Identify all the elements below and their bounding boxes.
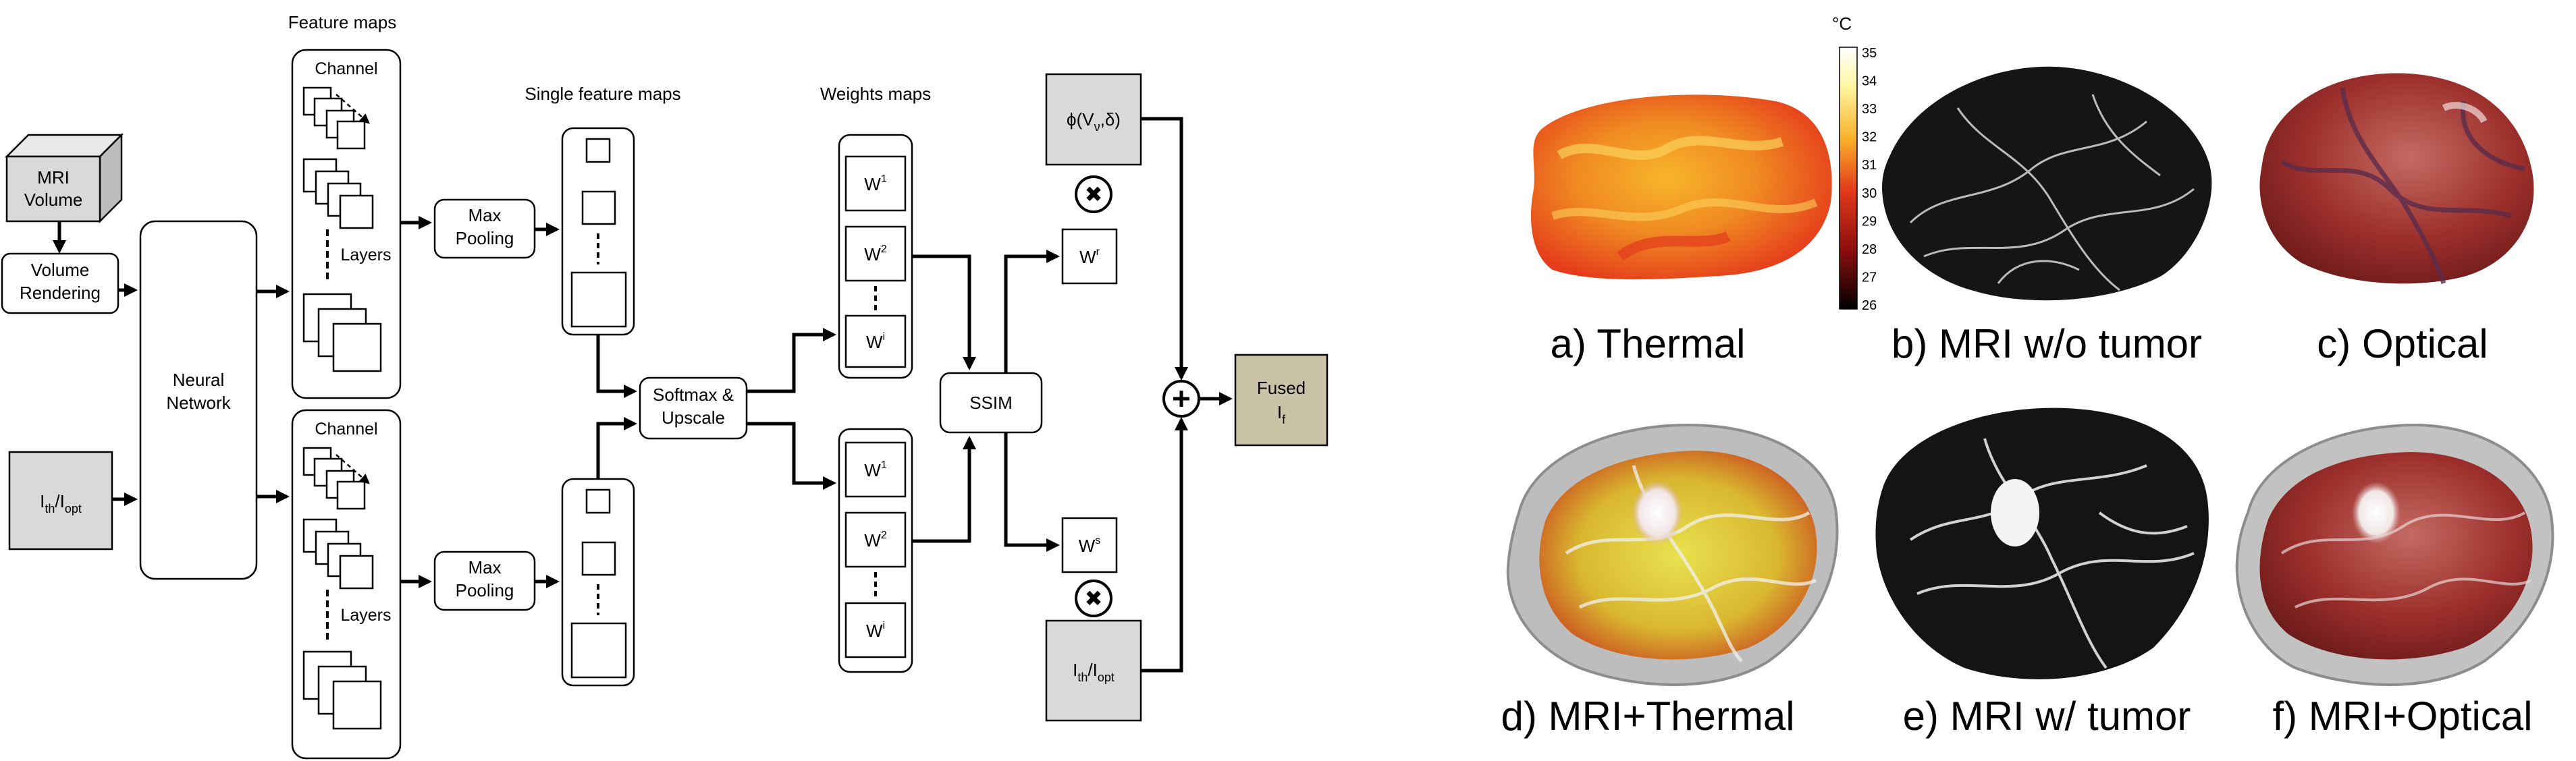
- mri-volume-label-2: Volume: [24, 190, 83, 210]
- result-panels: a) Thermal °C 35 34 33 32 31 30 29 28 27 26 b) MR…: [1501, 13, 2554, 739]
- caption-mri-thermal: d) MRI+Thermal: [1501, 694, 1794, 739]
- max-pooling-label-4: Pooling: [456, 580, 514, 600]
- svg-text:✖: ✖: [1085, 586, 1103, 611]
- panel-mri-without-tumor: b) MRI w/o tumor: [1882, 66, 2212, 366]
- neural-network-label-1: Neural: [173, 370, 225, 390]
- caption-mri-without-tumor: b) MRI w/o tumor: [1891, 321, 2202, 366]
- panel-optical: c) Optical: [2259, 73, 2534, 366]
- input-image-label: Ith/Iopt: [40, 491, 82, 515]
- colorbar-tick-label: 27: [1862, 270, 1877, 285]
- weight-w2-top: W2: [864, 244, 887, 264]
- caption-thermal: a) Thermal: [1551, 321, 1746, 366]
- weight-wr-label: Wr: [1079, 246, 1100, 267]
- ssim-box: SSIM: [939, 372, 1043, 434]
- thermal-image: [1530, 94, 1832, 280]
- weight-wi-bottom: Wi: [866, 620, 885, 641]
- weights-maps-top: W1 W2 Wi: [838, 134, 913, 379]
- single-feature-maps-top: [561, 127, 635, 336]
- caption-optical: c) Optical: [2317, 321, 2488, 366]
- phi-label: ϕ(Vν,δ): [1067, 109, 1121, 134]
- weight-wi-top: Wi: [866, 331, 885, 352]
- weight-w1-top: W1: [864, 173, 887, 194]
- feature-maps-title: Feature maps: [288, 12, 396, 32]
- softmax-label-2: Upscale: [662, 407, 725, 428]
- input-image-label-2: Ith/Iopt: [1073, 660, 1115, 684]
- colorbar-tick-label: 29: [1862, 214, 1877, 229]
- panel-mri-with-tumor: e) MRI w/ tumor: [1875, 407, 2209, 739]
- mri-vessels-image: [1882, 66, 2212, 301]
- colorbar-tick-label: 26: [1862, 298, 1877, 313]
- weight-wr-box: Wr: [1061, 228, 1118, 285]
- phi-box: ϕ(Vν,δ): [1045, 73, 1142, 166]
- feature-maps-top: Channel Layers: [291, 49, 402, 399]
- layers-label-bottom: Layers: [340, 606, 391, 625]
- weight-w1-bottom: W1: [864, 459, 887, 480]
- channel-label-top: Channel: [315, 59, 377, 78]
- plus-icon: [1162, 380, 1200, 418]
- caption-mri-optical: f) MRI+Optical: [2272, 694, 2532, 739]
- volume-rendering-label-2: Rendering: [20, 283, 101, 303]
- colorbar-tick-label: 35: [1862, 46, 1877, 61]
- neural-network-label-2: Network: [166, 393, 231, 413]
- volume-rendering-label-1: Volume: [31, 260, 90, 280]
- feature-maps-bottom: Channel Layers: [291, 409, 402, 760]
- colorbar-tick-label: 30: [1862, 186, 1877, 201]
- mri-tumor-image: [1875, 407, 2209, 679]
- colorbar-tick-label: 33: [1862, 102, 1877, 117]
- fused-box: Fused If: [1234, 354, 1329, 447]
- panel-thermal: a) Thermal: [1530, 94, 1832, 366]
- max-pooling-label-2: Pooling: [456, 228, 514, 248]
- input-image-box: Ith/Iopt: [8, 451, 113, 551]
- panel-mri-thermal: d) MRI+Thermal: [1501, 423, 1839, 739]
- weights-maps-title: Weights maps: [820, 84, 931, 104]
- multiply-icon-bottom: ✖: [1075, 580, 1112, 617]
- colorbar-tick-label: 32: [1862, 130, 1877, 145]
- weight-ws-label: Ws: [1079, 535, 1101, 556]
- max-pooling-bottom: Max Pooling: [433, 551, 536, 611]
- colorbar-unit: °C: [1832, 13, 1852, 34]
- colorbar-tick-label: 31: [1862, 158, 1877, 173]
- colorbar-tick-label: 28: [1862, 242, 1877, 257]
- fused-label: Fused: [1257, 378, 1306, 398]
- mri-volume-block: MRI Volume: [4, 132, 124, 224]
- max-pooling-label-3: Max: [468, 557, 501, 577]
- single-feature-maps-bottom: [561, 478, 635, 687]
- svg-text:✖: ✖: [1085, 182, 1103, 206]
- input-image-box-2: Ith/Iopt: [1045, 619, 1142, 722]
- max-pooling-label-1: Max: [468, 205, 501, 225]
- panel-mri-optical: f) MRI+Optical: [2235, 423, 2554, 739]
- multiply-icon-top: ✖: [1075, 175, 1112, 213]
- weights-maps-bottom: W1 W2 Wi: [838, 428, 913, 673]
- ssim-label: SSIM: [969, 393, 1013, 413]
- pipeline-diagram: MRI Volume Volume Rendering Ith/Iopt Neu…: [1, 12, 1329, 760]
- colorbar-tick-label: 34: [1862, 74, 1877, 89]
- fused-symbol: If: [1277, 402, 1286, 426]
- neural-network-box: Neural Network: [139, 220, 258, 580]
- softmax-upscale-box: Softmax & Upscale: [639, 376, 748, 440]
- mri-volume-label-1: MRI: [37, 167, 70, 188]
- optical-image: [2259, 73, 2534, 284]
- caption-mri-with-tumor: e) MRI w/ tumor: [1903, 694, 2191, 739]
- single-feature-maps-title: Single feature maps: [525, 84, 680, 104]
- temperature-colorbar: °C 35 34 33 32 31 30 29 28 27 26: [1832, 13, 1877, 313]
- weight-ws-box: Ws: [1061, 517, 1118, 573]
- max-pooling-top: Max Pooling: [433, 198, 536, 259]
- volume-rendering-box: Volume Rendering: [1, 252, 119, 314]
- channel-label-bottom: Channel: [315, 420, 377, 439]
- softmax-label-1: Softmax &: [653, 385, 734, 405]
- weight-w2-bottom: W2: [864, 530, 887, 551]
- layers-label-top: Layers: [340, 246, 391, 264]
